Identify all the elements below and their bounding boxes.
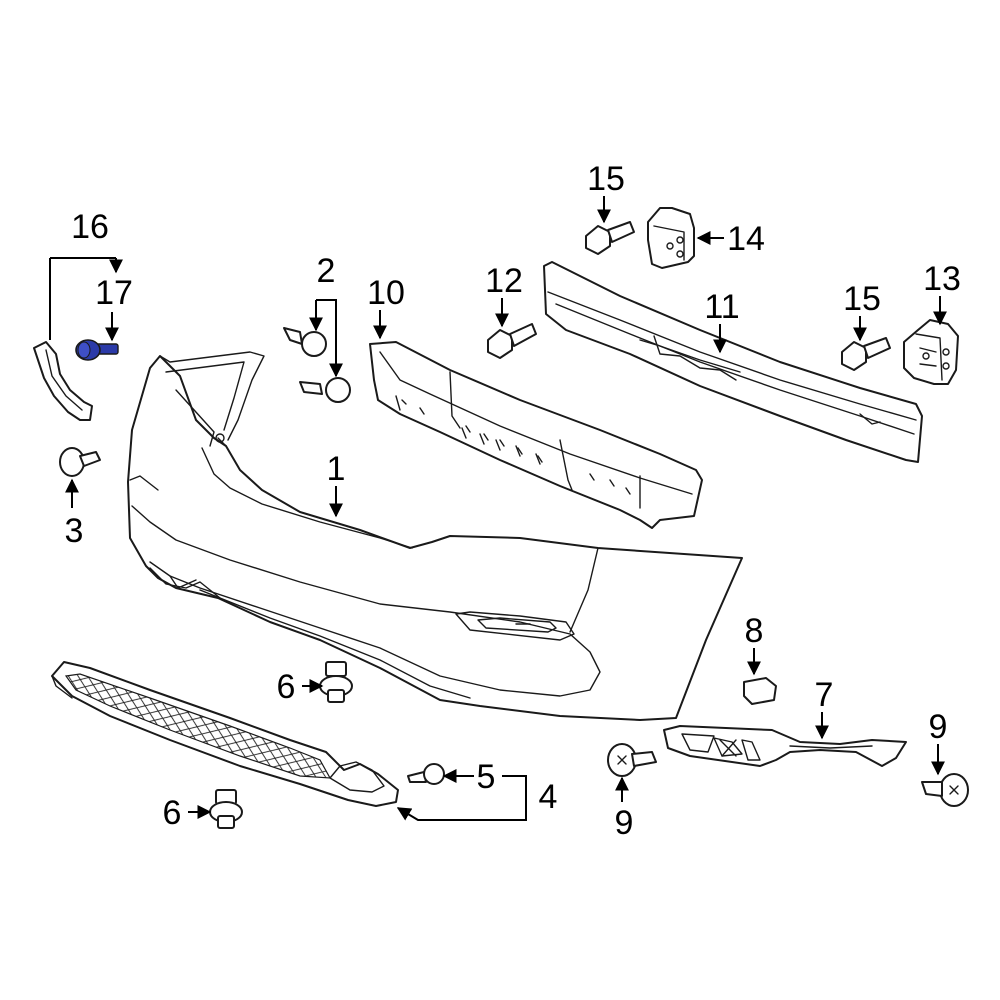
bracket-13-part (903, 319, 959, 385)
reinforcement-bar-part (543, 261, 923, 463)
lower-grille-part (51, 661, 399, 807)
callout-15-lower: 15 (843, 280, 881, 318)
screw-5-part (407, 763, 445, 785)
callout-2: 2 (317, 252, 336, 290)
bolt-15-upper-part (585, 221, 635, 255)
bolt-15-lower-part (841, 337, 891, 371)
callout-labels: 1 2 3 4 5 6 6 7 8 9 9 10 11 12 13 14 15 … (65, 160, 961, 842)
screw-17-highlighted-part (75, 339, 119, 361)
side-trim-part (33, 341, 93, 421)
clip-2-lower-part (299, 377, 351, 403)
energy-absorber-part (369, 341, 703, 529)
callout-6-lower: 6 (163, 794, 182, 832)
nut-8-part (743, 677, 777, 705)
callout-7: 7 (815, 676, 834, 714)
bolt-12-part (487, 323, 537, 359)
callout-6-upper: 6 (277, 668, 296, 706)
callout-1: 1 (327, 450, 346, 488)
callout-9-right: 9 (929, 708, 948, 746)
clip-2-upper-part (283, 327, 327, 357)
callout-4: 4 (539, 778, 558, 816)
leader-16 (49, 257, 116, 340)
callout-9-left: 9 (615, 804, 634, 842)
callout-11: 11 (704, 288, 739, 326)
leader-lines (49, 196, 947, 821)
bumper-cover-part (127, 351, 743, 721)
pin-6-lower-part (209, 789, 243, 829)
clip-9-left-part (607, 743, 657, 777)
callout-13: 13 (923, 260, 961, 298)
bracket-14-part (647, 207, 695, 269)
pin-6-upper-part (319, 661, 353, 703)
callout-10: 10 (367, 274, 405, 312)
callout-8: 8 (745, 612, 764, 650)
callout-16: 16 (71, 208, 109, 246)
clip-9-right-part (921, 773, 969, 807)
callout-14: 14 (727, 220, 765, 258)
side-bracket-part (663, 725, 907, 767)
callout-5: 5 (477, 758, 496, 796)
callout-15-upper: 15 (587, 160, 625, 198)
callout-3: 3 (65, 512, 84, 550)
callout-17: 17 (95, 274, 133, 312)
leader-4 (396, 775, 527, 821)
leader-2b (316, 299, 343, 378)
nut-3-part (59, 447, 101, 477)
callout-12: 12 (485, 262, 523, 300)
